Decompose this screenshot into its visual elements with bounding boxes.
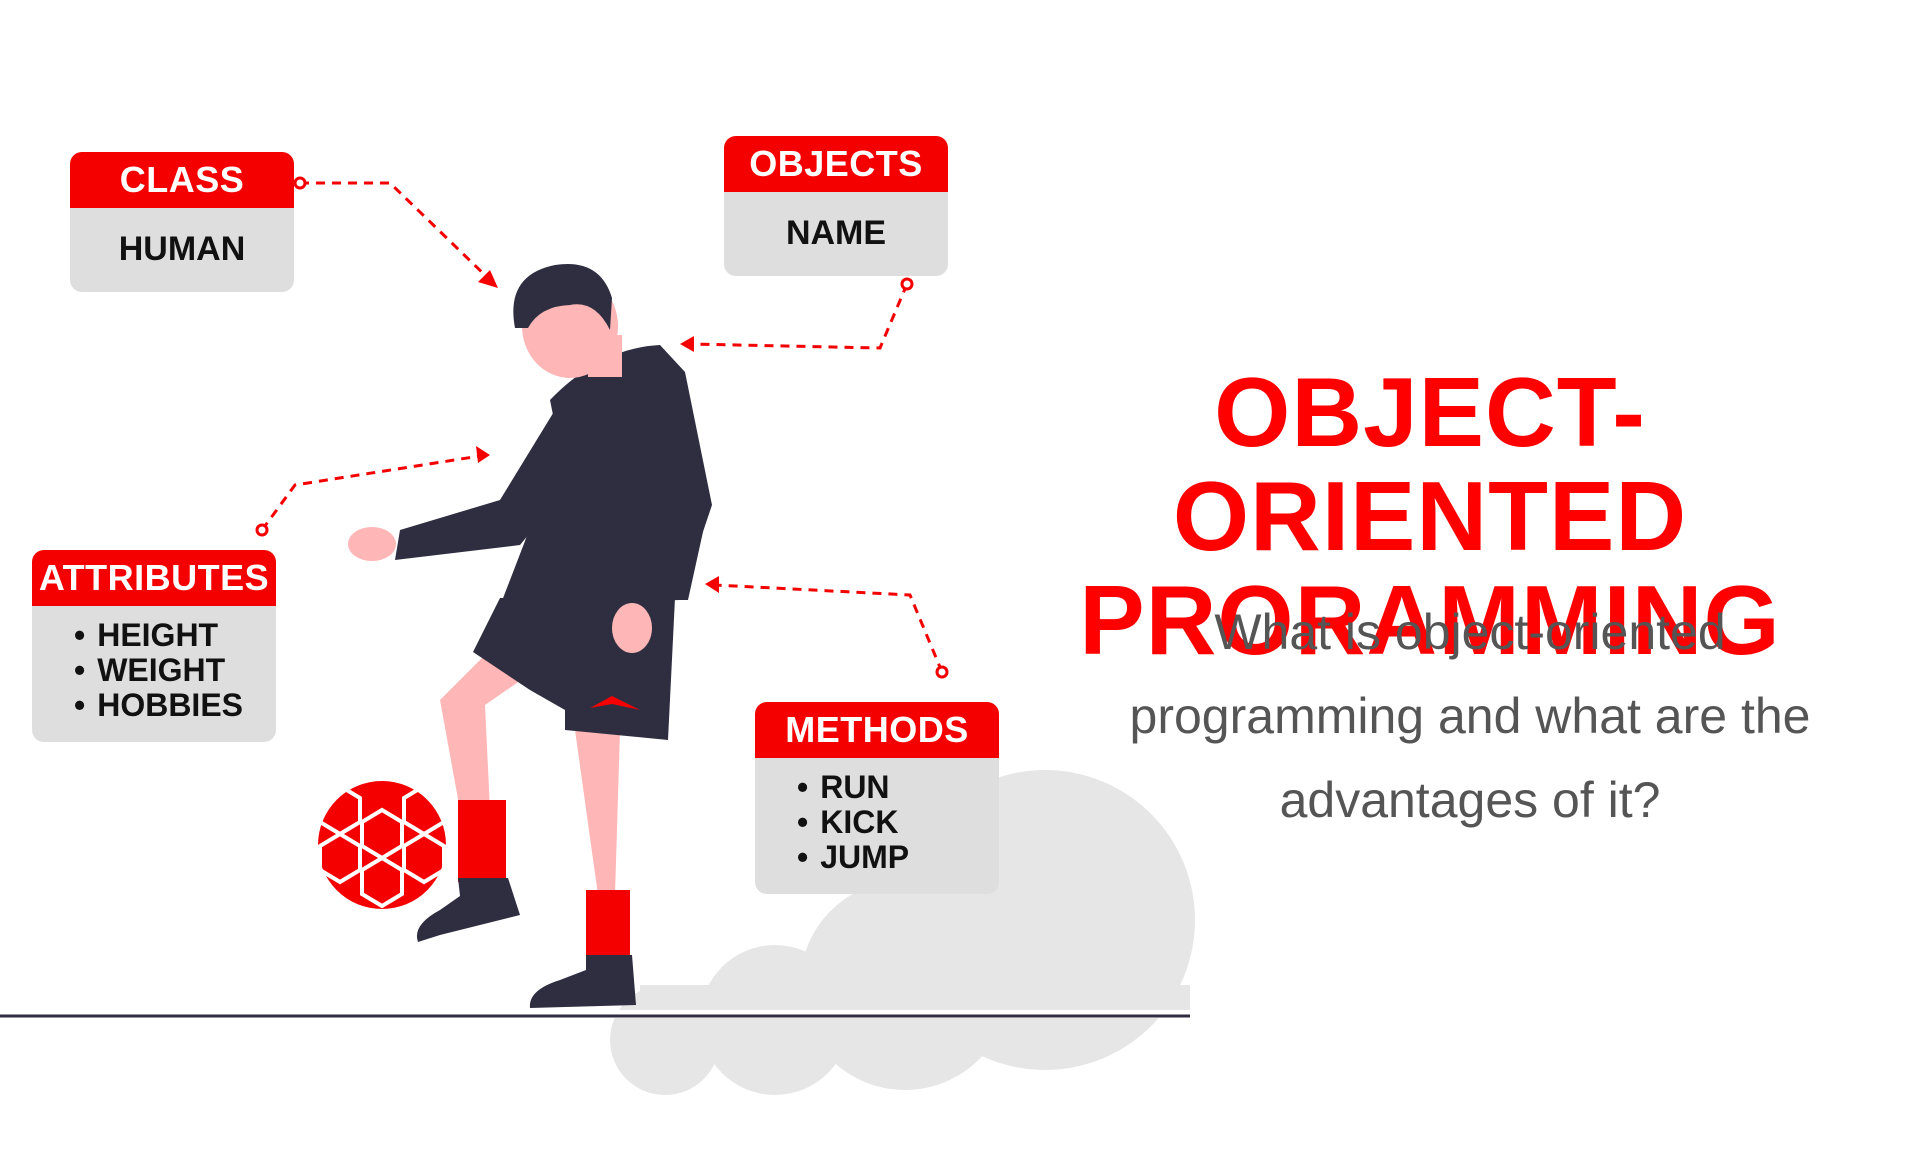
soccer-player-illustration [348, 263, 712, 1008]
objects-card: OBJECTS NAME [724, 136, 948, 276]
method-item: RUN [797, 770, 999, 805]
objects-card-value: NAME [785, 214, 887, 252]
methods-card-header: METHODS [755, 702, 999, 758]
soccer-ball-icon [318, 781, 446, 909]
class-card-header: CLASS [70, 152, 294, 208]
attributes-card: ATTRIBUTES HEIGHT WEIGHT HOBBIES [32, 550, 276, 742]
attributes-list: HEIGHT WEIGHT HOBBIES [32, 606, 276, 723]
page-title-line-1: OBJECT-ORIENTED [1172, 357, 1688, 571]
page-title: OBJECT-ORIENTED PRORAMMING [960, 360, 1900, 672]
connector-class [300, 181, 492, 282]
connector-arrowheads [476, 270, 719, 593]
attribute-item: HEIGHT [74, 618, 276, 653]
method-item: KICK [797, 805, 999, 840]
methods-card: METHODS RUN KICK JUMP [755, 702, 999, 894]
objects-card-header: OBJECTS [724, 136, 948, 192]
connector-methods [714, 583, 944, 673]
class-card: CLASS HUMAN [70, 152, 294, 292]
page-title-line-2: PRORAMMING [1079, 565, 1781, 675]
class-card-value: HUMAN [118, 230, 246, 268]
connector-attributes [260, 454, 481, 531]
connector-lines [260, 181, 944, 673]
methods-list: RUN KICK JUMP [755, 758, 999, 875]
attribute-item: WEIGHT [74, 653, 276, 688]
method-item: JUMP [797, 840, 999, 875]
page-subtitle: What is object-oriented programming and … [1129, 604, 1811, 828]
connector-dots [255, 176, 949, 679]
attributes-card-header: ATTRIBUTES [32, 550, 276, 606]
connector-objects [689, 283, 909, 350]
attribute-item: HOBBIES [74, 688, 276, 723]
